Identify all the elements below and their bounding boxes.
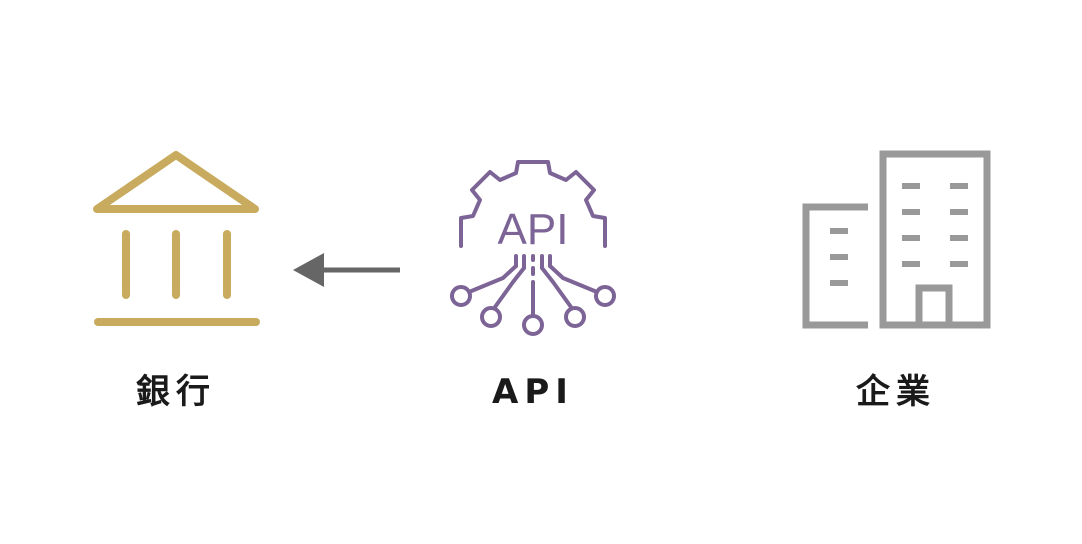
api-label: API <box>492 372 574 412</box>
bank-node: 銀行 <box>46 0 306 544</box>
company-node: 企業 <box>766 0 1026 544</box>
api-node: API API <box>403 0 663 544</box>
api-gear-circuit-icon: API <box>450 160 616 336</box>
office-building-icon <box>802 150 991 329</box>
bank-label: 銀行 <box>136 372 216 412</box>
bank-icon <box>93 151 260 326</box>
api-icon-text: API <box>498 205 569 254</box>
company-label: 企業 <box>856 372 936 412</box>
